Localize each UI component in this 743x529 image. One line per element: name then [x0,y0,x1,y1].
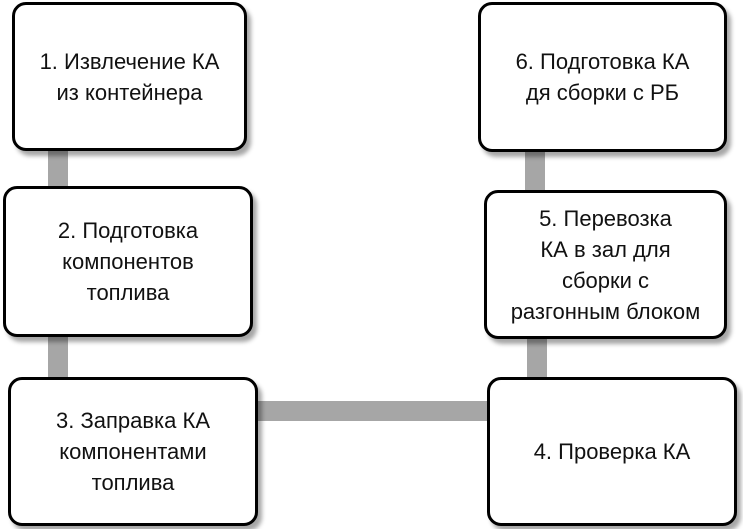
connector-2-3 [48,330,68,385]
step-4-box: 4. Проверка КА [487,377,737,526]
step-2-box: 2. Подготовка компонентов топлива [3,186,253,337]
connector-4-5 [527,332,547,387]
connector-1-2 [48,145,68,195]
connector-3-4 [250,401,495,421]
step-5-label: 5. Перевозка КА в зал для сборки с разго… [510,205,701,324]
step-4-label: 4. Проверка КА [533,439,691,464]
connector-5-6 [525,145,545,195]
step-1-box: 1. Извлечение КА из контейнера [12,2,247,151]
step-1-label: 1. Извлечение КА из контейнера [39,48,220,105]
step-3-label: 3. Заправка КА компонентами топлива [56,408,210,495]
step-5-box: 5. Перевозка КА в зал для сборки с разго… [484,190,727,339]
step-3-box: 3. Заправка КА компонентами топлива [8,377,258,526]
step-6-box: 6. Подготовка КА дя сборки с РБ [478,2,727,152]
step-2-label: 2. Подготовка компонентов топлива [57,218,199,305]
step-6-label: 6. Подготовка КА дя сборки с РБ [515,49,690,105]
